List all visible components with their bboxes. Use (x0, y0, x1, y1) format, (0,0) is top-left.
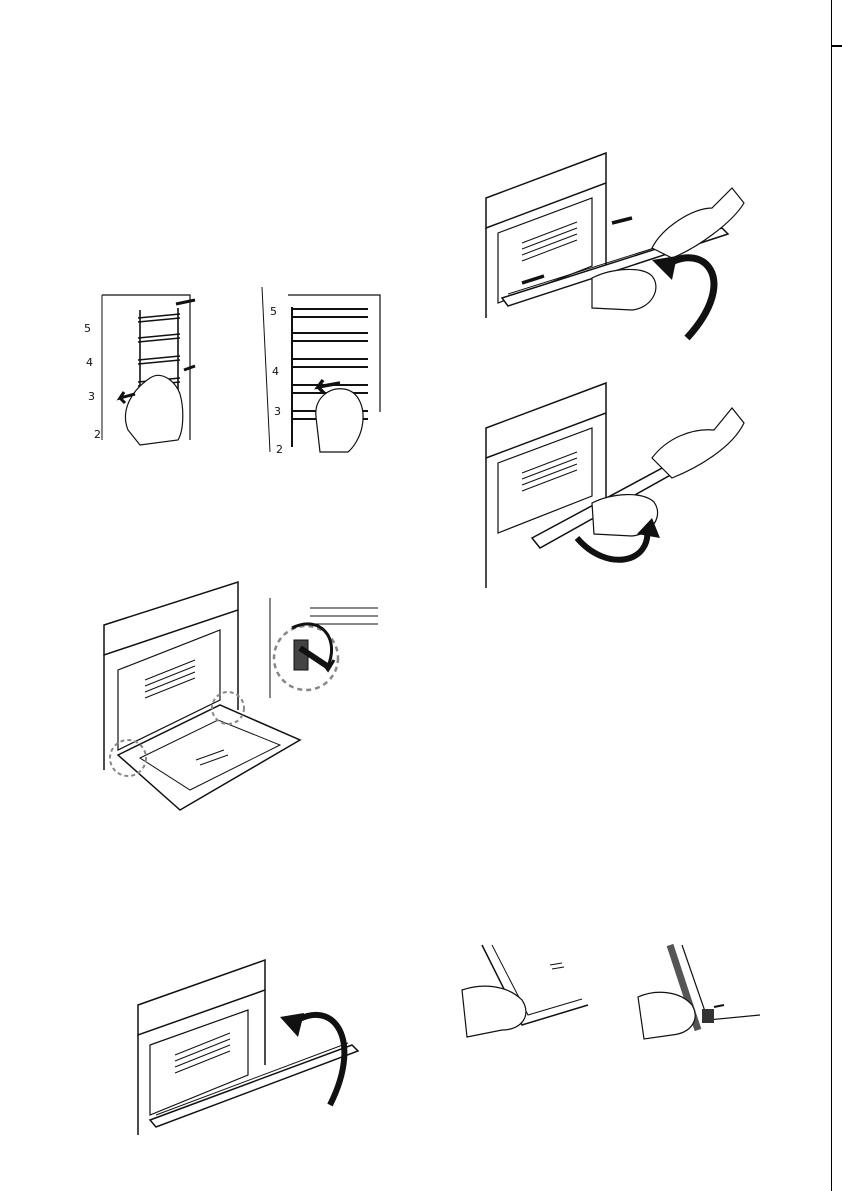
door-removal-top-figure (482, 148, 752, 348)
shelf-number: 5 (270, 305, 277, 318)
arrow-right-icon (612, 218, 632, 223)
shelf-number: 2 (276, 443, 283, 456)
shelf-number: 5 (84, 322, 91, 335)
page-edge-mark (832, 45, 842, 47)
rack-removal-left-figure: 5 4 3 2 (80, 290, 200, 455)
door-removal-bottom-figure (482, 378, 752, 588)
rack-removal-right-figure: 5 4 3 2 (258, 287, 383, 457)
glass-panel-left-figure (462, 945, 592, 1040)
shelf-number: 4 (272, 365, 279, 378)
door-lift-figure (120, 955, 365, 1140)
shelf-number: 2 (94, 428, 101, 441)
page-edge (831, 0, 842, 1191)
glass-panel-right-figure (638, 945, 763, 1040)
curved-arrow-icon (652, 256, 677, 280)
curved-arrow-icon (280, 1013, 304, 1037)
hinge-detail-figure (270, 598, 378, 718)
shelf-number: 3 (274, 405, 281, 418)
shelf-number: 3 (88, 390, 95, 403)
shelf-number: 4 (86, 356, 93, 369)
